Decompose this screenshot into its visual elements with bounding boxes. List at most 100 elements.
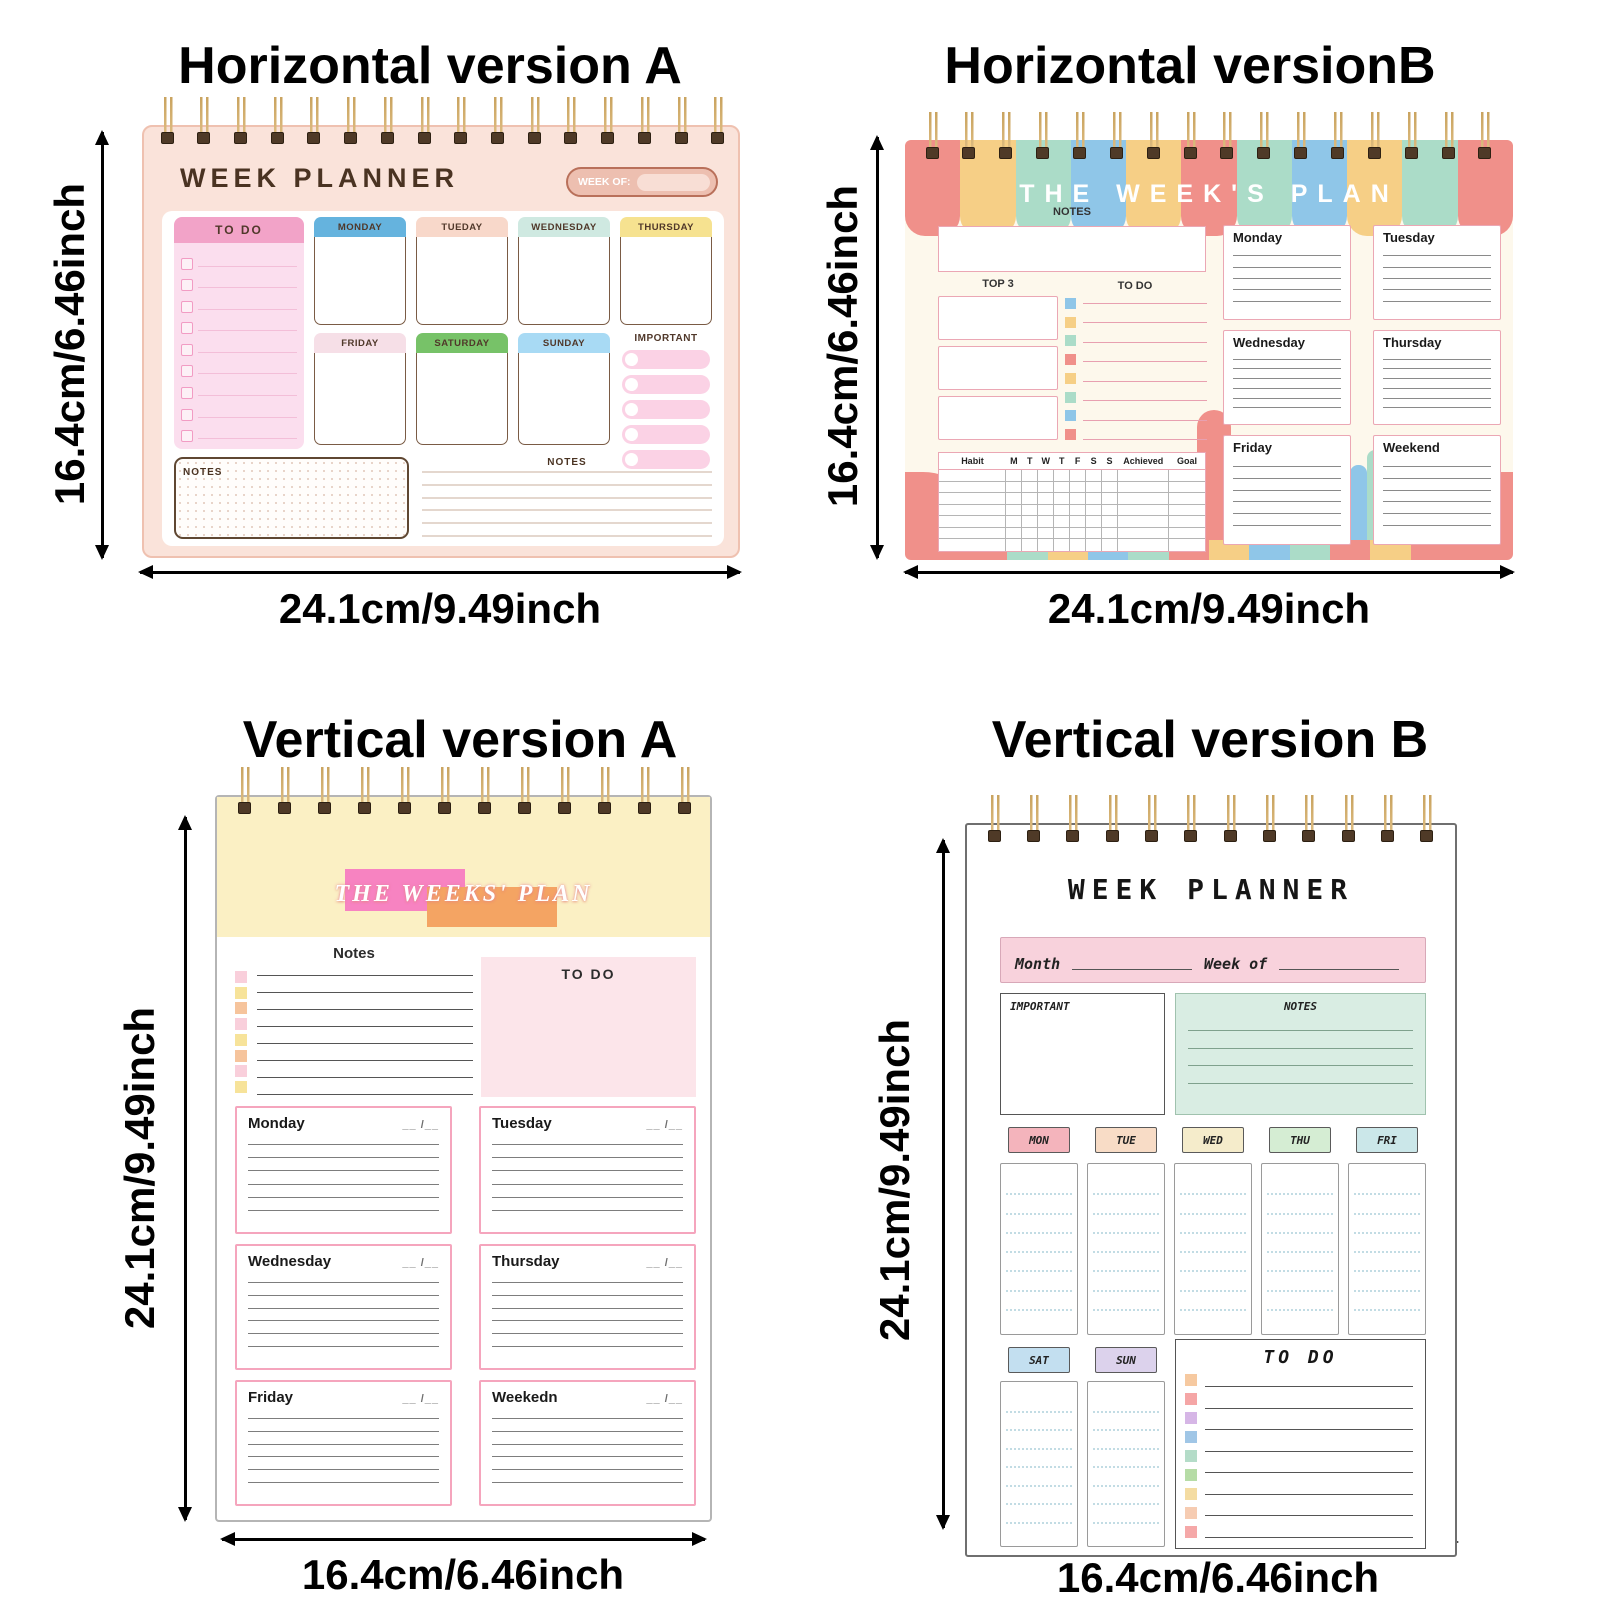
tab-tue: TUE — [1095, 1127, 1157, 1153]
hcell — [1117, 516, 1169, 528]
vb-nln — [1188, 1047, 1413, 1049]
notes-label-vb: NOTES — [1283, 1000, 1318, 1013]
notes-lines-label: NOTES — [547, 457, 587, 468]
hcell — [1085, 481, 1102, 494]
hb-ln — [1233, 266, 1341, 268]
vb-tln — [1205, 1536, 1413, 1538]
coil — [196, 97, 212, 144]
va-dln — [248, 1294, 439, 1296]
vb-dot — [1093, 1429, 1159, 1431]
day-lines — [1383, 245, 1491, 312]
vb-dot — [1006, 1503, 1072, 1505]
todo-box-va: TO DO — [481, 957, 696, 1097]
tab-thu: THU — [1269, 1127, 1331, 1153]
va-ln — [257, 1009, 473, 1010]
hcell — [1085, 493, 1102, 505]
coil — [1026, 795, 1042, 842]
day-label-friday: Friday — [1233, 440, 1273, 455]
vb-dot — [1006, 1410, 1072, 1413]
hb-todo-ln — [1083, 341, 1207, 343]
day-lines — [248, 1270, 439, 1359]
day-card-monday-va: Monday __ /__ — [235, 1106, 452, 1234]
hb-ln — [1233, 477, 1341, 479]
coil — [233, 97, 249, 144]
coil — [1301, 795, 1317, 842]
important-label: IMPORTANT — [634, 333, 698, 344]
hb-ln — [1383, 368, 1491, 370]
coil — [1262, 795, 1278, 842]
notes-section-va — [235, 969, 473, 1095]
day-card-wednesday: Wednesday — [1223, 330, 1351, 425]
coil — [987, 795, 1002, 842]
hcell — [1053, 481, 1070, 494]
heading-horizontal-b: Horizontal versionB — [944, 37, 1436, 95]
va-dln — [492, 1307, 683, 1309]
hb-ln — [1383, 266, 1491, 268]
hcell — [1101, 493, 1118, 505]
hb-ln — [1383, 255, 1491, 257]
top3-box — [938, 346, 1058, 390]
hb-ln — [1233, 465, 1341, 467]
hcell — [1021, 527, 1038, 540]
coil — [1105, 795, 1121, 842]
coil — [1341, 795, 1357, 842]
vb-dot — [1006, 1193, 1072, 1196]
todo-list-hb — [1065, 296, 1207, 442]
hcell — [1053, 493, 1070, 505]
hcell — [1021, 481, 1038, 494]
day-lines — [492, 1270, 683, 1359]
hb-ln — [1383, 513, 1491, 515]
hcell — [1168, 482, 1205, 494]
coil — [1441, 112, 1457, 159]
va-dln — [248, 1209, 439, 1211]
hcell — [1037, 470, 1054, 482]
important-section: IMPORTANT — [620, 333, 712, 469]
imp-pill — [622, 400, 710, 419]
va-dln — [492, 1443, 683, 1445]
hcell — [1054, 539, 1070, 551]
sq-va — [235, 1002, 247, 1015]
va-dln — [492, 1333, 683, 1335]
vb-nln — [1188, 1083, 1413, 1085]
va-ln — [257, 1060, 473, 1061]
date-placeholder: __ /__ — [402, 1393, 439, 1405]
vb-dot — [1267, 1270, 1333, 1273]
vb-dot — [1354, 1308, 1420, 1311]
coil — [1293, 112, 1309, 159]
vb-dot — [1093, 1503, 1159, 1505]
vb-dot — [1006, 1231, 1072, 1234]
notes-box-label: NOTES — [183, 467, 223, 478]
todo-body-vb — [1176, 1368, 1425, 1548]
notes-label-hb: NOTES — [1053, 206, 1091, 218]
vb-dot — [1354, 1270, 1420, 1273]
hcell — [1168, 505, 1205, 517]
hb-ln — [1383, 501, 1491, 503]
date-placeholder: __ /__ — [646, 1119, 683, 1131]
sq — [1065, 316, 1076, 328]
ha-ln — [422, 483, 712, 486]
vb-dot — [1093, 1521, 1159, 1524]
vb-dot — [1006, 1521, 1072, 1524]
sq-vb — [1185, 1431, 1197, 1443]
vb-dot — [1006, 1212, 1072, 1215]
hcell — [1053, 516, 1070, 528]
hb-ln — [1233, 255, 1341, 257]
coil — [1477, 112, 1493, 159]
coil — [674, 97, 690, 144]
hcell — [1069, 527, 1086, 540]
sq-va — [235, 986, 247, 999]
hcell — [1005, 481, 1022, 494]
height-dimension-label-vb: 24.1cm/9.49inch — [871, 1018, 918, 1342]
vb-dot — [1093, 1308, 1159, 1311]
ha-ln — [422, 471, 712, 473]
notes-lines-section: NOTES — [422, 457, 712, 539]
vb-dot — [1180, 1231, 1246, 1234]
sq — [1065, 298, 1076, 309]
hcell — [1069, 470, 1086, 482]
coil — [517, 767, 532, 814]
hcell — [1117, 504, 1169, 517]
sq — [1065, 372, 1076, 384]
day-column-tue — [1087, 1163, 1165, 1335]
hcell — [1086, 539, 1102, 551]
vb-nln — [1188, 1065, 1413, 1067]
